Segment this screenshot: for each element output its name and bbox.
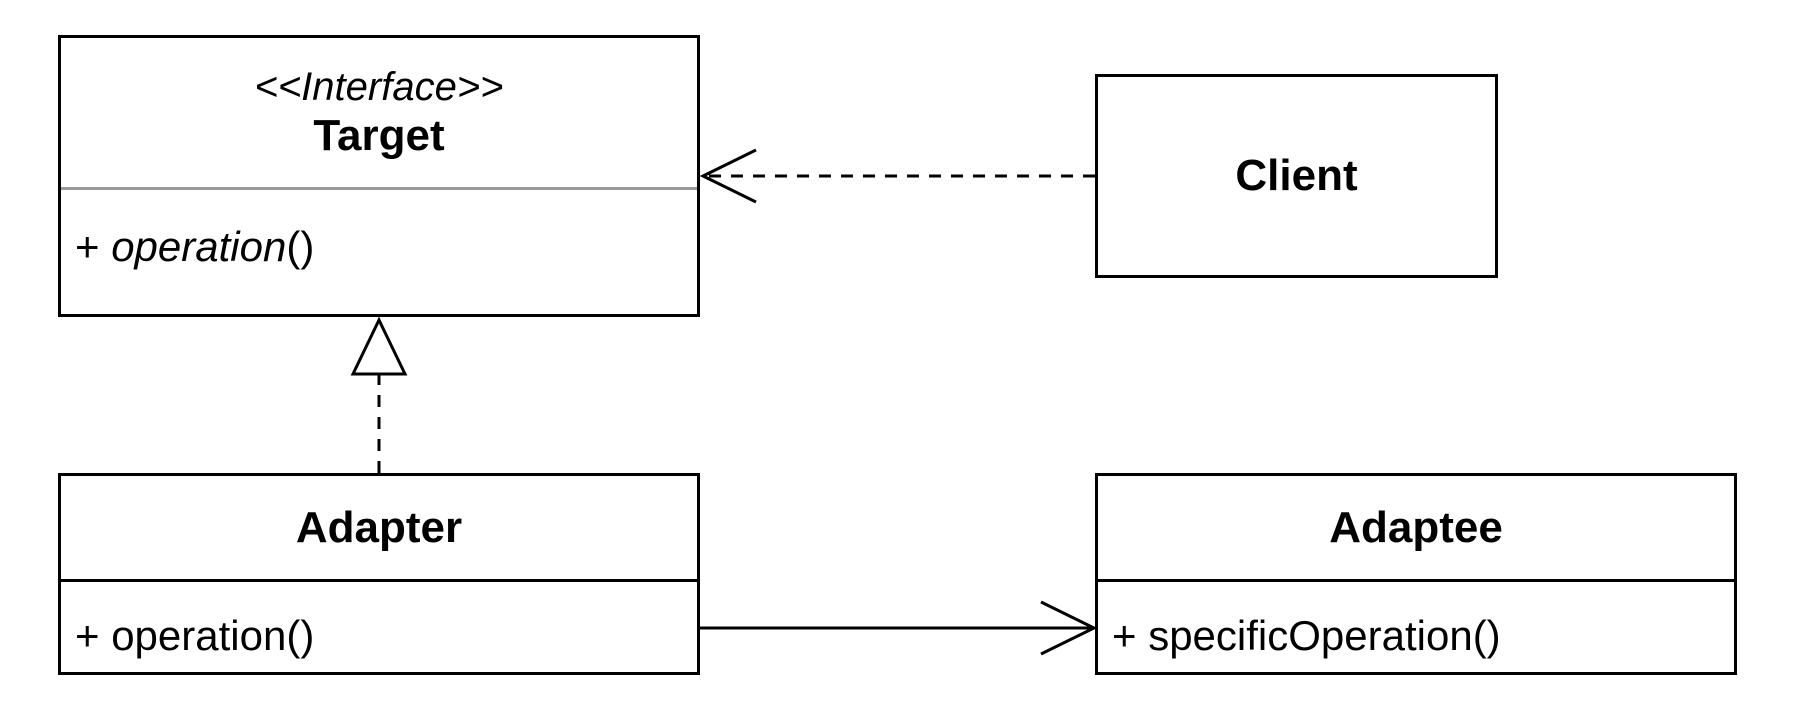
adaptee-class-name: Adaptee <box>1329 503 1503 552</box>
adapter-divider <box>61 579 697 582</box>
target-interface-box: <<Interface>> Target + operation() <box>58 35 700 317</box>
realization-hollow-triangle <box>350 316 408 376</box>
target-stereotype: <<Interface>> <box>254 65 504 109</box>
adaptee-divider <box>1098 579 1734 582</box>
target-header: <<Interface>> Target <box>61 38 697 188</box>
adapter-adaptee-open-arrowhead <box>1040 600 1098 656</box>
adapter-box: Adapter + operation() <box>58 473 700 675</box>
adapter-adaptee-association <box>700 600 1098 656</box>
adaptee-box: Adaptee + specificOperation() <box>1095 473 1737 675</box>
adaptee-header: Adaptee <box>1098 476 1734 580</box>
client-header: Client <box>1098 77 1495 275</box>
client-class-name: Client <box>1235 151 1358 200</box>
client-box: Client <box>1095 74 1498 278</box>
client-target-dependency <box>699 148 1095 204</box>
target-member-suffix: () <box>286 223 315 270</box>
target-member-name: operation <box>111 223 287 270</box>
target-member-prefix: + <box>75 223 112 270</box>
adaptee-specific-operation-member: + specificOperation() <box>1112 612 1501 659</box>
adapter-header: Adapter <box>61 476 697 580</box>
target-divider <box>61 187 697 190</box>
adapter-class-name: Adapter <box>295 503 463 552</box>
adapter-target-realization <box>350 316 408 473</box>
client-target-open-arrowhead <box>699 148 757 204</box>
adapter-operation-member: + operation() <box>75 612 315 659</box>
target-class-name: Target <box>313 111 445 160</box>
target-operation-member: + operation() <box>75 223 314 271</box>
